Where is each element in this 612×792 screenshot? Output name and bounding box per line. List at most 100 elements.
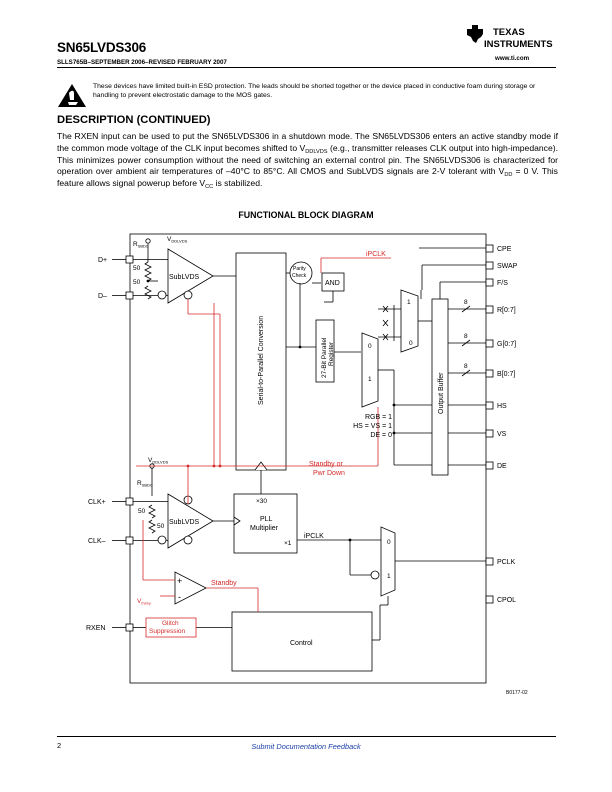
label-register-1: 27-Bit Parallel	[321, 337, 328, 378]
label-clk-minus: CLK–	[88, 538, 106, 545]
label-vddlvds-clk: VDDLVDS	[148, 457, 169, 465]
resistor-d-50-a	[144, 261, 152, 282]
label-bus-width-g: 8	[464, 333, 468, 340]
mux-swap	[400, 289, 419, 353]
label-mux-swap-1: 1	[407, 299, 411, 306]
pll-multiplier	[233, 493, 298, 554]
standby-signal-lines	[136, 257, 391, 638]
label-sublvds-clk: SubLVDS	[169, 519, 200, 526]
label-50-d-a: 50	[133, 265, 141, 272]
document-number: SLLS765B–SEPTEMBER 2006–REVISED FEBRUARY…	[57, 59, 227, 66]
description-paragraph: The RXEN input can be used to put the SN…	[57, 131, 558, 190]
label-vthsby: Vthsby	[137, 598, 151, 606]
label-standby-pd-1: Standby or	[309, 461, 344, 468]
label-serial-parallel: Serial-to-Parallel Conversion	[258, 316, 265, 405]
para-part-2: (e.g., transmitter releases CLK output i…	[57, 142, 558, 177]
pin-clk-plus	[125, 497, 134, 506]
label-mux-swap-0: 0	[409, 340, 413, 347]
label-vddlvds-top: VDDLVDS	[167, 236, 188, 244]
sublvds-buffer-d	[167, 248, 214, 304]
ti-state-icon	[467, 25, 483, 43]
label-standby-pd-2: Pwr Down	[313, 470, 345, 477]
label-mux-reg-1: 1	[368, 376, 372, 383]
label-mux-pclk-0: 0	[387, 539, 391, 546]
mux-register-output	[361, 332, 379, 408]
label-pin-r: R[0:7]	[497, 307, 516, 314]
label-d-plus: D+	[98, 257, 107, 264]
para-sub-1: DDLVDS	[305, 148, 328, 155]
pin-g	[485, 339, 494, 348]
pin-de	[485, 461, 494, 470]
pin-d-plus	[125, 255, 134, 264]
control-block	[231, 611, 373, 672]
vddlvds-node-top	[145, 238, 151, 244]
label-pll-2: Multiplier	[250, 525, 279, 532]
pin-cpe	[485, 244, 494, 253]
label-output-buffer: Output Buffer	[438, 372, 445, 414]
serial-to-parallel-block	[235, 252, 287, 471]
parallel-register	[315, 319, 335, 383]
pin-vs	[485, 429, 494, 438]
pin-hs	[485, 401, 494, 410]
label-register-2: Register	[328, 341, 335, 366]
label-50-clk-b: 50	[157, 523, 165, 530]
ti-logo-line2: INSTRUMENTS	[484, 39, 553, 50]
label-pll-x1: ×1	[284, 540, 292, 547]
label-pin-swap: SWAP	[497, 263, 518, 270]
pin-r	[485, 305, 494, 314]
esd-warning-icon	[58, 84, 86, 107]
label-rgb-1: RGB = 1	[365, 414, 392, 421]
pin-swap	[485, 261, 494, 270]
label-mux-pclk-1: 1	[387, 573, 391, 580]
label-pll-x30: ×30	[256, 498, 267, 505]
label-pin-cpe: CPE	[497, 246, 512, 253]
label-50-clk-a: 50	[138, 508, 146, 515]
resistor-clk-50-b	[148, 519, 156, 534]
glitch-suppression-block	[145, 617, 197, 638]
pin-pclk	[485, 557, 494, 566]
label-d-minus: D–	[98, 293, 107, 300]
diagram-title: FUNCTIONAL BLOCK DIAGRAM	[238, 210, 374, 220]
section-title: DESCRIPTION (CONTINUED)	[57, 114, 211, 126]
label-ipclk-top: iPCLK	[366, 251, 386, 258]
figure-id: B0177-02	[506, 690, 528, 696]
para-part-4: is stabilized.	[213, 178, 263, 189]
pin-clk-minus	[125, 536, 134, 545]
label-rgb-2: HS = VS = 1	[353, 423, 392, 430]
footer-rule	[57, 736, 556, 737]
label-comp-plus: +	[177, 576, 182, 586]
label-pin-de: DE	[497, 463, 507, 470]
label-50-d-b: 50	[133, 279, 141, 286]
chip-boundary	[129, 233, 487, 684]
page-number: 2	[57, 741, 62, 750]
label-parity-2: Check	[292, 273, 307, 279]
resistor-clk-50-a	[148, 504, 156, 519]
para-part-1: The RXEN input can be used to put the SN…	[57, 131, 558, 153]
label-parity-1: Parity	[293, 266, 306, 272]
para-sub-2: DD	[504, 172, 513, 179]
pin-cpol	[485, 595, 494, 604]
swap-cross-icon	[382, 305, 395, 341]
label-rsbdc-top: RSBDC	[133, 241, 149, 249]
esd-notice: These devices have limited built-in ESD …	[93, 83, 536, 99]
label-pin-b: B[0:7]	[497, 371, 515, 378]
label-clk-plus: CLK+	[88, 499, 106, 506]
part-number: SN65LVDS306	[57, 40, 147, 55]
label-ipclk-pll: iPCLK	[304, 533, 324, 540]
mux-pclk	[380, 526, 396, 597]
pin-d-minus	[125, 291, 134, 300]
label-standby: Standby	[211, 580, 237, 587]
label-rgb-3: DE = 0	[370, 432, 392, 439]
feedback-link[interactable]: Submit Documentation Feedback	[251, 742, 361, 751]
header-rule	[57, 67, 556, 68]
label-and: AND	[325, 280, 340, 287]
ti-url[interactable]: www.ti.com	[495, 55, 530, 62]
label-pll-1: PLL	[260, 516, 273, 523]
pin-fs	[485, 278, 494, 287]
label-bus-width-b: 8	[464, 363, 468, 370]
sublvds-buffer-clk	[167, 493, 214, 549]
label-pin-hs: HS	[497, 403, 507, 410]
label-glitch-1: Glitch	[162, 620, 179, 627]
ti-logo: TEXAS INSTRUMENTS	[467, 25, 553, 50]
